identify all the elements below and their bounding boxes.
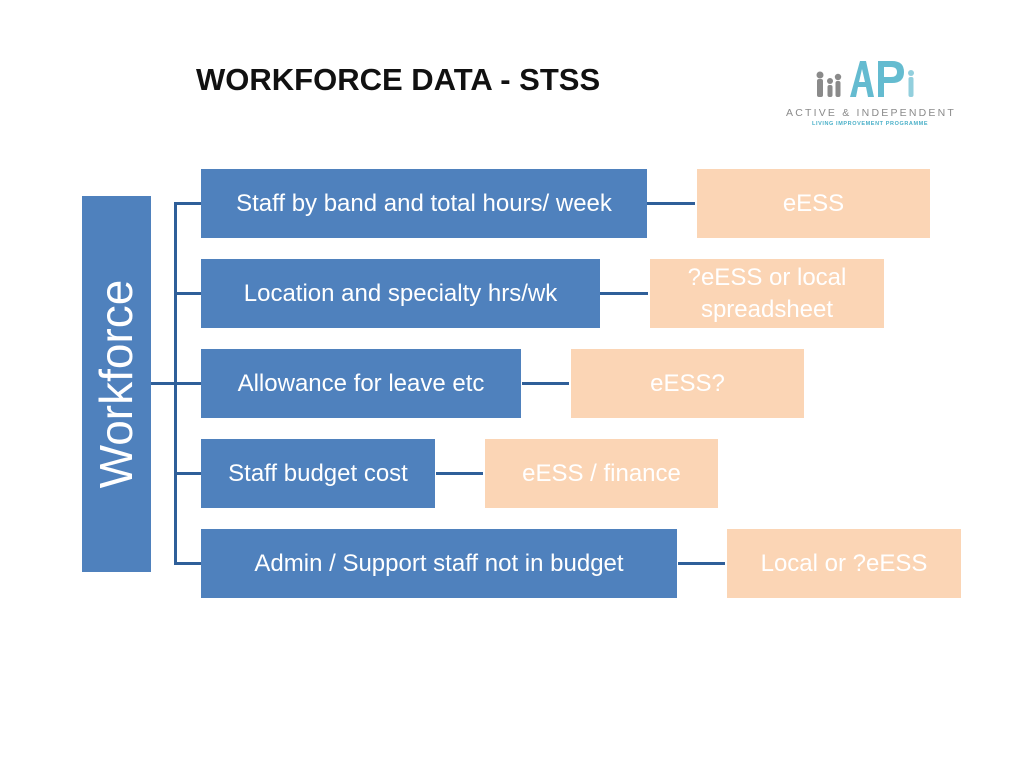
- connector-branch-1: [174, 202, 201, 205]
- data-item-box: Admin / Support staff not in budget: [201, 529, 677, 598]
- data-source-box: Local or ?eESS: [727, 529, 961, 598]
- connector-source-1: [647, 202, 695, 205]
- data-source-box: eESS / finance: [485, 439, 718, 508]
- data-item-box: Staff by band and total hours/ week: [201, 169, 647, 238]
- logo-text-primary: ACTIVE & INDEPENDENT: [786, 107, 957, 119]
- data-source-box: ?eESS or local spreadsheet: [650, 259, 884, 328]
- connector-source-2: [600, 292, 648, 295]
- connector-branch-3: [174, 382, 201, 385]
- data-item-box: Allowance for leave etc: [201, 349, 521, 418]
- connector-root-trunk: [151, 382, 177, 385]
- root-node-box: [82, 196, 151, 572]
- connector-source-4: [436, 472, 483, 475]
- root-node-label: Workforce: [90, 279, 142, 489]
- data-source-box: eESS: [697, 169, 930, 238]
- connector-source-3: [522, 382, 569, 385]
- data-item-box: Staff budget cost: [201, 439, 435, 508]
- connector-source-5: [678, 562, 725, 565]
- connector-branch-4: [174, 472, 201, 475]
- logo-text-secondary: LIVING IMPROVEMENT PROGRAMME: [812, 121, 929, 127]
- data-item-box: Location and specialty hrs/wk: [201, 259, 600, 328]
- connector-branch-5: [174, 562, 201, 565]
- logo-icon: [816, 61, 914, 97]
- page-title: WORKFORCE DATA - STSS: [196, 62, 601, 97]
- data-source-box: eESS?: [571, 349, 804, 418]
- connector-branch-2: [174, 292, 201, 295]
